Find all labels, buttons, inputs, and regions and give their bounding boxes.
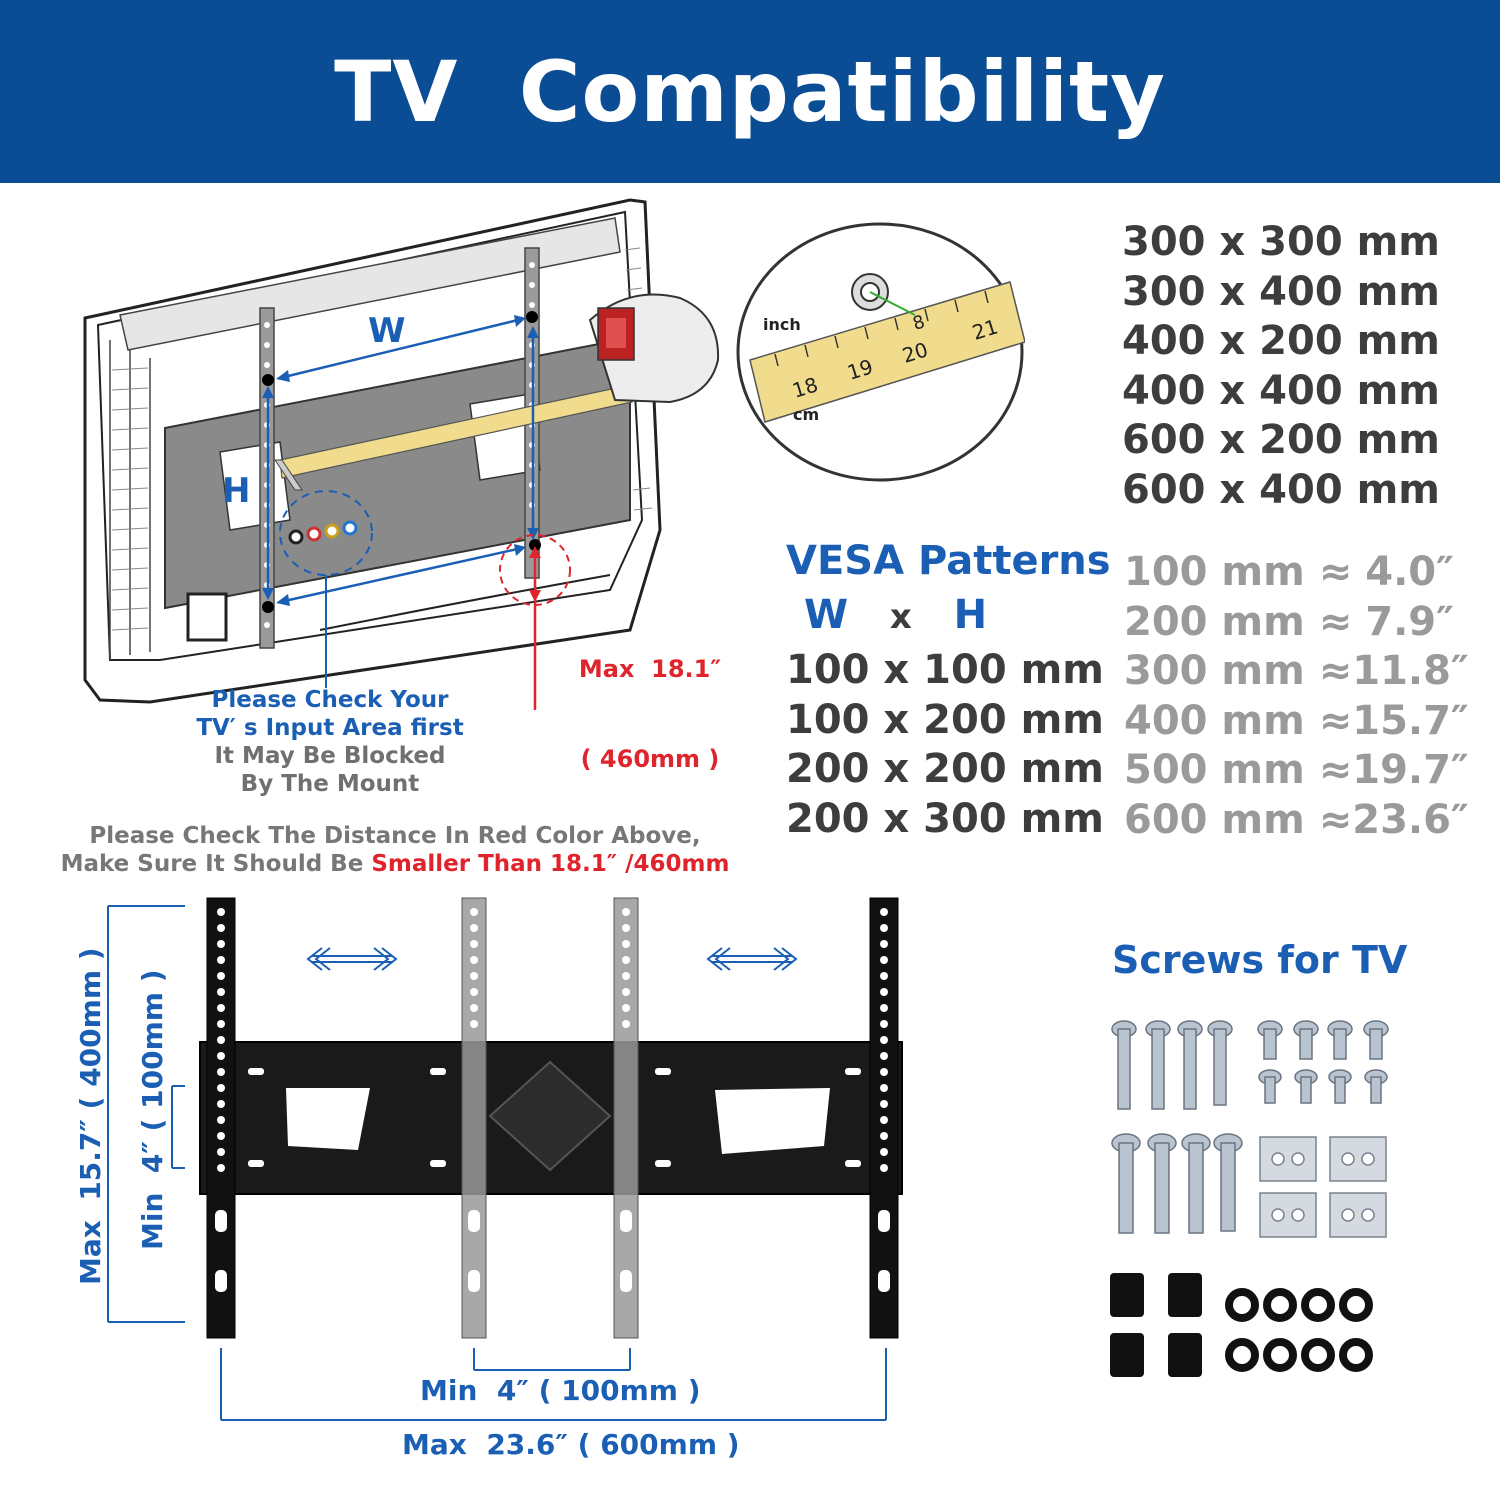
conversion-mm: 600 mm ≈ <box>1124 796 1353 843</box>
conversion-list: 100 mm ≈4.0″ 200 mm ≈7.9″ 300 mm ≈11.8″ … <box>1124 548 1469 846</box>
h-label: H <box>222 471 250 511</box>
distance-note-prefix: Make Sure It Should Be <box>60 851 372 877</box>
w-arrow <box>279 317 523 380</box>
distance-note-line2: Make Sure It Should Be Smaller Than 18.1… <box>40 850 750 878</box>
vesa-pattern-item: 200 x 300 mm <box>786 795 1104 842</box>
screws-illustration <box>1110 1020 1389 1377</box>
conversion-inch: 7.9″ <box>1365 598 1454 645</box>
conversion-row: 400 mm ≈15.7″ <box>1124 697 1469 747</box>
max-distance-line2: ( 460mm ) <box>580 745 720 773</box>
distance-note-line1: Please Check The Distance In Red Color A… <box>89 823 701 849</box>
vesa-wh-header: W x H <box>804 592 987 638</box>
pattern-item: 600 x 400 mm <box>1122 466 1440 513</box>
input-area <box>279 490 373 576</box>
vesa-w: W <box>804 592 849 638</box>
vertical-max-label: Max 15.7″ ( 400mm ) <box>74 947 107 1285</box>
pattern-item: 600 x 200 mm <box>1122 417 1440 463</box>
short-screws <box>1257 1020 1389 1104</box>
pattern-item: 300 x 300 mm <box>1122 219 1440 265</box>
inner-rail-right <box>613 897 639 1339</box>
tape-measure <box>588 293 720 404</box>
plate-cutout-left <box>286 1088 370 1150</box>
distance-note-red: Smaller Than 18.1″ /460mm <box>371 851 730 877</box>
inner-rail-left <box>461 897 487 1339</box>
input-note-line1: Please Check Your <box>211 687 449 713</box>
tape-strip <box>279 384 633 479</box>
pattern-item: 300 x 400 mm <box>1122 268 1440 315</box>
spacer-plates <box>1259 1136 1387 1238</box>
horizontal-min-label: Min 4″ ( 100mm ) <box>420 1374 701 1407</box>
page-title: TV Compatibility <box>334 42 1166 141</box>
conversion-mm: 100 mm ≈ <box>1124 549 1353 595</box>
vesa-h: H <box>953 592 988 638</box>
pattern-item: 400 x 200 mm <box>1122 318 1440 364</box>
black-spacers <box>1110 1273 1202 1377</box>
distance-note: Please Check The Distance In Red Color A… <box>40 822 750 878</box>
conversion-row: 500 mm ≈19.7″ <box>1124 746 1469 796</box>
slide-arrows-left <box>306 947 398 971</box>
conversion-row: 100 mm ≈ 4.0″ <box>1124 548 1454 598</box>
vesa-pattern-item: 100 x 100 mm <box>786 647 1104 693</box>
conversion-inch: 15.7″ <box>1352 697 1469 744</box>
w-label: W <box>368 311 406 351</box>
input-note-line3: It May Be Blocked <box>214 743 446 769</box>
conversion-row: 300 mm ≈11.8″ <box>1124 647 1469 697</box>
large-pattern-list: 300 x 300 mm 300 x 400 mm 400 x 200 mm 4… <box>1122 218 1440 515</box>
tape-inch-label: inch <box>763 315 801 334</box>
vertical-min-label: Min 4″ ( 100mm ) <box>136 969 169 1250</box>
vesa-pattern-item: 100 x 200 mm <box>786 696 1104 743</box>
tv-back-diagram: W H <box>83 198 720 710</box>
max-distance-line1: Max 18.1″ <box>578 655 722 683</box>
conversion-mm: 400 mm ≈ <box>1124 697 1353 744</box>
horizontal-max-label: Max 23.6″ ( 600mm ) <box>402 1428 740 1461</box>
vesa-pattern-list: 100 x 100 mm 100 x 200 mm 200 x 200 mm 2… <box>786 646 1104 844</box>
tape-cm-label: cm <box>793 405 819 424</box>
conversion-mm: 300 mm ≈ <box>1124 648 1353 694</box>
screws-title: Screws for TV <box>1112 938 1408 982</box>
vesa-title: VESA Patterns <box>786 538 1111 584</box>
header-banner: TV Compatibility <box>0 0 1500 183</box>
pattern-item: 400 x 400 mm <box>1122 367 1440 414</box>
conversion-inch: 4.0″ <box>1365 549 1454 595</box>
washers <box>1225 1288 1373 1372</box>
input-note-line4: By The Mount <box>240 771 420 797</box>
max-distance-label: Max 18.1″ ( 460mm ) <box>560 594 740 804</box>
conversion-row: 200 mm ≈ 7.9″ <box>1124 598 1454 648</box>
vesa-pattern-item: 200 x 200 mm <box>786 746 1104 792</box>
conversion-inch: 23.6″ <box>1352 796 1469 843</box>
tape-zoom-ruler: 18 19 20 21 8 <box>749 281 1025 423</box>
conversion-mm: 200 mm ≈ <box>1124 598 1353 645</box>
mount-bracket-diagram <box>107 897 903 1421</box>
long-screws-row2 <box>1111 1133 1243 1234</box>
vesa-x: x <box>889 597 912 637</box>
long-screws-row1 <box>1111 1020 1233 1110</box>
conversion-inch: 11.8″ <box>1352 648 1469 694</box>
slide-arrows-right <box>706 947 798 971</box>
input-note-line2: TV′ s Input Area first <box>196 715 464 741</box>
conversion-row: 600 mm ≈23.6″ <box>1124 796 1469 846</box>
conversion-inch: 19.7″ <box>1352 747 1469 793</box>
tape-zoom-circle: 18 19 20 21 8 inch cm <box>736 222 1025 482</box>
input-area-note: Please Check Your TV′ s Input Area first… <box>160 686 500 798</box>
plate-cutout-right <box>715 1088 830 1154</box>
conversion-mm: 500 mm ≈ <box>1124 747 1353 793</box>
